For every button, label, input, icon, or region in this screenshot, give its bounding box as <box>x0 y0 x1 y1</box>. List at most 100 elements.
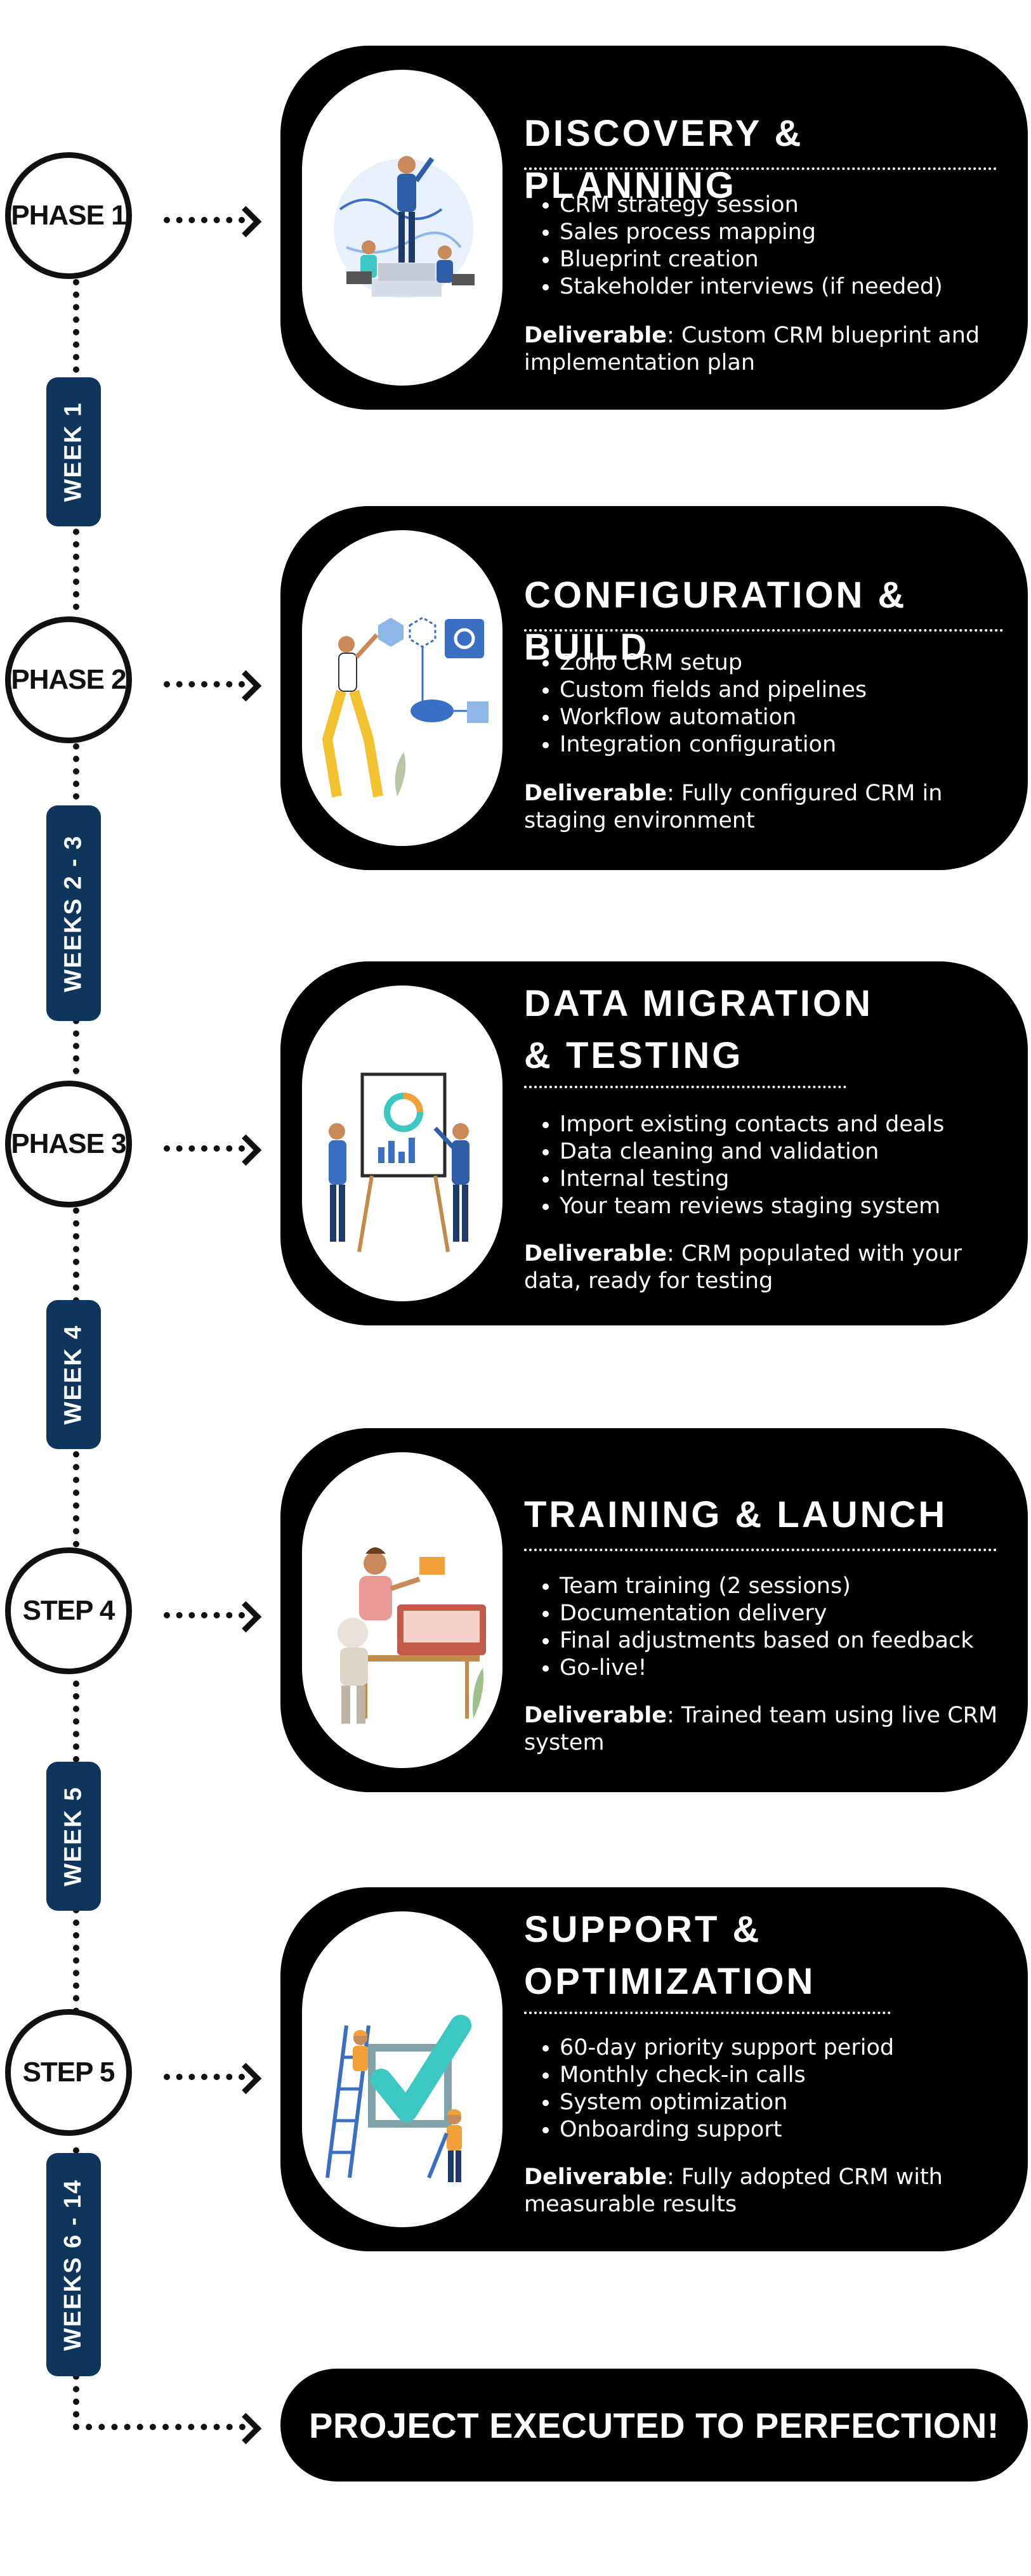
phase-card-data-migration: DATA MIGRATION & TESTING Import existing… <box>280 961 1028 1325</box>
phase-items: CRM strategy session Sales process mappi… <box>524 192 943 301</box>
arrow-right-icon <box>230 1601 262 1633</box>
list-item: Go-live! <box>560 1655 974 1682</box>
phase-card-discovery: DISCOVERY & PLANNING CRM strategy sessio… <box>280 46 1028 410</box>
deliverable-text: Deliverable: Fully adopted CRM with meas… <box>524 2164 1002 2218</box>
deliverable-description: : CRM populated with your data, ready fo… <box>524 1241 962 1294</box>
step-marker-label: STEP 5 <box>22 2057 115 2088</box>
deliverable-text: Deliverable: Trained team using live CRM… <box>524 1702 1002 1757</box>
phase-title: SUPPORT & OPTIMIZATION <box>524 1904 815 2008</box>
deliverable-label: Deliverable <box>524 323 667 348</box>
phase-items: Import existing contacts and deals Data … <box>524 1111 944 1220</box>
deliverable-label: Deliverable <box>524 2164 667 2190</box>
list-item: Your team reviews staging system <box>560 1193 944 1220</box>
list-item: Import existing contacts and deals <box>560 1111 944 1138</box>
deliverable-label: Deliverable <box>524 781 667 806</box>
connector-arrow-line <box>164 217 245 223</box>
list-item: Team training (2 sessions) <box>560 1573 974 1600</box>
step-marker-label: STEP 4 <box>22 1595 115 1626</box>
duration-badge: WEEK 1 <box>46 377 101 526</box>
duration-badge-label: WEEK 5 <box>60 1786 87 1887</box>
phase-title: DISCOVERY & PLANNING <box>524 108 1028 212</box>
list-item: Data cleaning and validation <box>560 1138 944 1166</box>
list-item: Final adjustments based on feedback <box>560 1627 974 1655</box>
list-item: 60-day priority support period <box>560 2034 894 2062</box>
phase-marker: PHASE 1 <box>5 152 132 279</box>
checkmark-support-illustration <box>302 1911 502 2227</box>
training-session-illustration <box>302 1452 502 1768</box>
list-item: Custom fields and pipelines <box>560 677 867 704</box>
phase-title: CONFIGURATION & BUILD <box>524 569 1028 673</box>
duration-badge: WEEK 5 <box>46 1762 101 1911</box>
deliverable-description: : Fully configured CRM in staging enviro… <box>524 781 943 833</box>
phase-title: TRAINING & LAUNCH <box>524 1489 947 1541</box>
connector-arrow-line <box>164 681 245 687</box>
phase-marker: PHASE 3 <box>5 1081 132 1207</box>
title-underline <box>524 1086 846 1088</box>
title-underline <box>524 2012 891 2014</box>
phase-items: Zoho CRM setup Custom fields and pipelin… <box>524 649 867 758</box>
step-marker: STEP 5 <box>5 2009 132 2136</box>
list-item: CRM strategy session <box>560 192 943 219</box>
list-item: Blueprint creation <box>560 246 943 273</box>
duration-badge: WEEKS 2 - 3 <box>46 805 101 1021</box>
arrow-right-icon <box>230 205 262 238</box>
phase-marker-label: PHASE 2 <box>11 664 126 695</box>
list-item: Sales process mapping <box>560 219 943 246</box>
phase-title-line: DATA MIGRATION <box>524 983 873 1024</box>
phase-marker-label: PHASE 1 <box>11 200 126 231</box>
phase-title-line: SUPPORT & <box>524 1909 762 1950</box>
phase-title-line: OPTIMIZATION <box>524 1961 816 2002</box>
phase-items: Team training (2 sessions) Documentation… <box>524 1573 974 1682</box>
data-presentation-illustration <box>302 986 502 1301</box>
phase-items: 60-day priority support period Monthly c… <box>524 2034 894 2143</box>
phase-title: DATA MIGRATION & TESTING <box>524 978 873 1082</box>
phase-marker: PHASE 2 <box>5 616 132 743</box>
phase-title-line: CONFIGURATION & BUILD <box>524 575 907 668</box>
arrow-right-icon <box>230 2062 262 2095</box>
duration-badge-label: WEEKS 2 - 3 <box>60 835 87 992</box>
phase-marker-label: PHASE 3 <box>11 1128 126 1159</box>
connector-arrow-line <box>164 1612 245 1618</box>
arrow-right-icon <box>230 2412 262 2445</box>
list-item: Documentation delivery <box>560 1600 974 1627</box>
phase-title-line: & TESTING <box>524 1035 744 1076</box>
phase-card-training: TRAINING & LAUNCH Team training (2 sessi… <box>280 1428 1028 1792</box>
duration-badge: WEEKS 6 - 14 <box>46 2153 101 2376</box>
connector-arrow-line <box>164 1145 245 1152</box>
connector-arrow-line <box>73 2424 246 2430</box>
phase-card-support: SUPPORT & OPTIMIZATION 60-day priority s… <box>280 1887 1028 2251</box>
title-underline <box>524 1549 997 1551</box>
team-strategy-illustration <box>302 70 502 386</box>
deliverable-description: : Trained team using live CRM system <box>524 1703 998 1755</box>
final-outcome-text: PROJECT EXECUTED TO PERFECTION! <box>309 2405 999 2445</box>
arrow-right-icon <box>230 1134 262 1166</box>
duration-badge-label: WEEK 4 <box>60 1324 87 1425</box>
deliverable-label: Deliverable <box>524 1241 667 1266</box>
deliverable-description: : Custom CRM blueprint and implementatio… <box>524 323 980 375</box>
arrow-right-icon <box>230 670 262 702</box>
deliverable-label: Deliverable <box>524 1703 667 1728</box>
title-underline <box>524 629 1003 632</box>
title-underline <box>524 167 997 170</box>
list-item: Integration configuration <box>560 731 867 758</box>
list-item: Workflow automation <box>560 704 867 731</box>
list-item: Onboarding support <box>560 2116 894 2143</box>
phase-title-line: TRAINING & LAUNCH <box>524 1494 948 1535</box>
duration-badge-label: WEEK 1 <box>60 401 87 502</box>
deliverable-description: : Fully adopted CRM with measurable resu… <box>524 2164 943 2217</box>
deliverable-text: Deliverable: CRM populated with your dat… <box>524 1240 1002 1295</box>
connector-arrow-line <box>164 2074 245 2080</box>
list-item: System optimization <box>560 2089 894 2116</box>
step-marker: STEP 4 <box>5 1547 132 1674</box>
deliverable-text: Deliverable: Fully configured CRM in sta… <box>524 780 1002 835</box>
duration-badge: WEEK 4 <box>46 1300 101 1449</box>
workflow-builder-illustration <box>302 530 502 846</box>
list-item: Zoho CRM setup <box>560 649 867 677</box>
deliverable-text: Deliverable: Custom CRM blueprint and im… <box>524 322 1002 377</box>
duration-badge-label: WEEKS 6 - 14 <box>60 2178 87 2351</box>
phase-title-line: DISCOVERY & PLANNING <box>524 113 804 206</box>
phase-card-configuration: CONFIGURATION & BUILD Zoho CRM setup Cus… <box>280 506 1028 870</box>
list-item: Internal testing <box>560 1166 944 1193</box>
list-item: Monthly check-in calls <box>560 2062 894 2089</box>
list-item: Stakeholder interviews (if needed) <box>560 273 943 301</box>
